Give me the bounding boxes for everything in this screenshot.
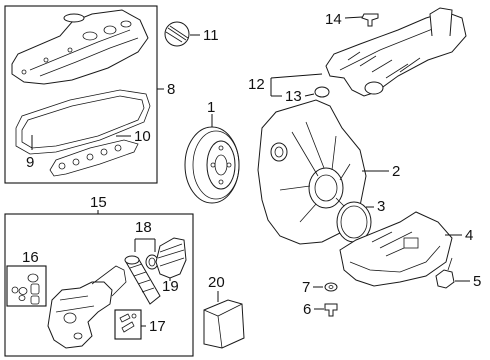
- valve-cover-group-box: [4, 5, 158, 184]
- seal-kit-box: [6, 265, 47, 307]
- callout-20: 20: [208, 274, 225, 291]
- callout-5: 5: [473, 273, 481, 290]
- timing-cover-part[interactable]: [257, 99, 367, 245]
- callout-1: 1: [207, 99, 215, 116]
- vibration-damper-pulley-part[interactable]: [184, 126, 240, 204]
- valve-cover-gasket-part[interactable]: [15, 89, 151, 155]
- valve-cover-part[interactable]: [11, 9, 149, 85]
- callout-18: 18: [135, 219, 152, 236]
- oil-filter-group-box: [4, 213, 194, 357]
- callout-13: 13: [285, 88, 302, 105]
- callout-19: 19: [162, 278, 179, 295]
- oil-level-sensor-part[interactable]: [435, 257, 455, 289]
- callout-11: 11: [203, 27, 219, 44]
- callout-9: 9: [26, 154, 34, 171]
- seal-kit-part[interactable]: [11, 273, 40, 305]
- intake-sensor-part[interactable]: [361, 13, 379, 27]
- drain-plug-washer-part[interactable]: [324, 282, 338, 292]
- callout-6: 6: [303, 301, 311, 318]
- oil-filter-element-part[interactable]: [124, 255, 161, 305]
- callout-4: 4: [465, 227, 473, 244]
- callout-3: 3: [377, 198, 385, 215]
- bolt-kit-part[interactable]: [119, 313, 137, 333]
- callout-8: 8: [167, 81, 175, 98]
- callout-10: 10: [134, 128, 151, 145]
- callout-15: 15: [90, 194, 107, 211]
- callout-16: 16: [22, 249, 39, 266]
- oil-drain-plug-part[interactable]: [324, 303, 338, 317]
- callout-2: 2: [392, 163, 400, 180]
- intake-seal-part[interactable]: [314, 86, 330, 98]
- oil-filler-cap-part[interactable]: [164, 21, 190, 47]
- oil-filter-cap-part[interactable]: [155, 237, 187, 279]
- callout-17: 17: [149, 318, 166, 335]
- intake-manifold-part[interactable]: [325, 7, 467, 97]
- callout-7: 7: [302, 279, 310, 296]
- oil-pan-part[interactable]: [339, 211, 453, 287]
- callout-12: 12: [248, 76, 265, 93]
- callout-14: 14: [325, 11, 342, 28]
- spark-plug-tube-seal-part[interactable]: [49, 139, 139, 177]
- bolt-kit-box: [114, 309, 142, 340]
- oil-filter-housing-part[interactable]: [47, 265, 127, 349]
- engine-oil-container-part[interactable]: [203, 299, 245, 349]
